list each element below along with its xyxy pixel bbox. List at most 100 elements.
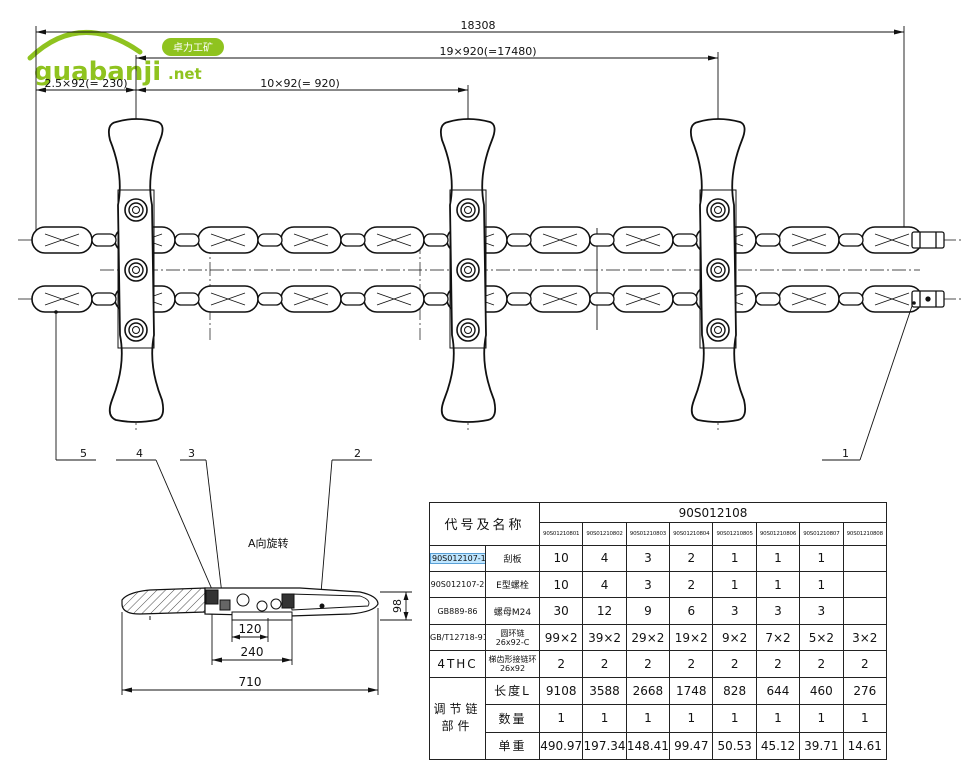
part-code: 90S012107-2 [429, 571, 486, 599]
quantity-cell: 2 [669, 650, 714, 678]
chain-link-vertical [340, 292, 366, 306]
dim-offset: 2.5×92(= 230) [45, 77, 128, 90]
section-view [121, 587, 379, 621]
chain-link [31, 285, 93, 313]
bolt-icon [706, 258, 730, 282]
chain-link-vertical [672, 292, 698, 306]
quantity-cell: 19×2 [669, 623, 714, 652]
quantity-cell: 2 [669, 544, 714, 573]
chain-link-vertical [174, 292, 200, 306]
bolt-icon [456, 258, 480, 282]
chain-link [778, 285, 840, 313]
chain-link [363, 285, 425, 313]
chain-link-vertical [257, 292, 283, 306]
chain-link-vertical [340, 233, 366, 247]
quantity-cell: 3×2 [842, 623, 888, 652]
centerlines [18, 120, 962, 430]
quantity-cell: 2 [755, 650, 801, 678]
adjust-value-cell: 1748 [669, 676, 714, 706]
adjust-value-cell: 828 [712, 676, 757, 706]
quantity-cell: 1 [755, 544, 801, 573]
adjust-group-label: 调节链部件 [429, 676, 486, 761]
chain-link [529, 285, 591, 313]
quantity-cell: 1 [799, 544, 844, 573]
quantity-cell: 9×2 [712, 623, 757, 652]
quantity-cell: 3 [625, 571, 671, 599]
chain-link [280, 285, 342, 313]
dim-section-width: 710 [239, 675, 262, 689]
adjust-value-cell: 1 [842, 704, 888, 733]
quantity-cell: 99×2 [539, 623, 584, 652]
part-name-line2: 26x92 [499, 663, 526, 673]
chain-link-vertical [838, 292, 864, 306]
bolt-icon [706, 318, 730, 342]
chain-link-vertical [589, 292, 615, 306]
bolt-icon [706, 198, 730, 222]
adjust-value-cell: 1 [625, 704, 671, 733]
chain-link-vertical [672, 233, 698, 247]
quantity-cell: 30 [539, 597, 584, 625]
adjust-value-cell: 460 [799, 676, 844, 706]
variant-code-7: 90S01210807 [799, 522, 844, 546]
bolt-icon [456, 318, 480, 342]
part-code: GB889-86 [429, 597, 486, 625]
chain-link-vertical [838, 233, 864, 247]
quantity-cell: 1 [755, 571, 801, 599]
quantity-cell: 3 [712, 597, 757, 625]
dim-flight-inner: 240 [241, 645, 264, 659]
quantity-cell: 12 [582, 597, 627, 625]
part-name: 刮板 [484, 544, 541, 573]
bolt-icon [124, 258, 148, 282]
watermark-badge: 卓力工矿 [173, 41, 213, 54]
variant-code-2: 90S01210802 [582, 522, 627, 546]
table-title-label: 代号及名称 [428, 502, 541, 546]
quantity-cell: 5×2 [799, 623, 844, 652]
quantity-cell: 9 [625, 597, 671, 625]
adjust-value-cell: 3588 [582, 676, 627, 706]
adjust-value-cell: 1 [755, 704, 801, 733]
part-code-selected[interactable]: 90S012107-1 [430, 552, 485, 564]
part-name: 螺母M24 [484, 597, 541, 625]
callout-2: 2 [354, 447, 361, 460]
part-code[interactable]: 90S012107-1 [429, 544, 486, 573]
adjust-value-cell: 99.47 [669, 731, 714, 761]
quantity-cell: 3 [799, 597, 844, 625]
callout-3: 3 [188, 447, 195, 460]
adjust-value-cell: 1 [712, 704, 757, 733]
adjust-row-name: 长度L [484, 676, 541, 706]
chain-link-vertical [589, 233, 615, 247]
bolt-icon [124, 198, 148, 222]
quantity-cell [842, 544, 888, 573]
chain-link [31, 226, 93, 254]
part-name-line1: 梯齿形接链环 [488, 654, 537, 664]
quantity-cell: 2 [539, 650, 584, 678]
quantity-cell: 10 [539, 544, 584, 573]
quantity-cell: 29×2 [625, 623, 671, 652]
quantity-cell: 3 [625, 544, 671, 573]
quantity-cell: 2 [669, 571, 714, 599]
quantity-cell: 2 [712, 650, 757, 678]
quantity-cell: 1 [712, 544, 757, 573]
quantity-cell: 10 [539, 571, 584, 599]
dim-section-height: 98 [391, 599, 404, 613]
variant-code-8: 90S01210808 [842, 522, 888, 546]
variant-code-1: 90S01210801 [539, 522, 584, 546]
variant-code-5: 90S01210805 [712, 522, 757, 546]
chain-link [197, 285, 259, 313]
dim-overall: 18308 [461, 19, 496, 32]
adjust-value-cell: 276 [842, 676, 888, 706]
section-view-note: A向旋转 [248, 536, 289, 550]
quantity-cell: 2 [842, 650, 888, 678]
adjust-value-cell: 45.12 [755, 731, 801, 761]
adjust-value-cell: 1 [669, 704, 714, 733]
quantity-cell: 3 [755, 597, 801, 625]
chain-link-vertical [506, 292, 532, 306]
adjust-value-cell: 14.61 [842, 731, 888, 761]
